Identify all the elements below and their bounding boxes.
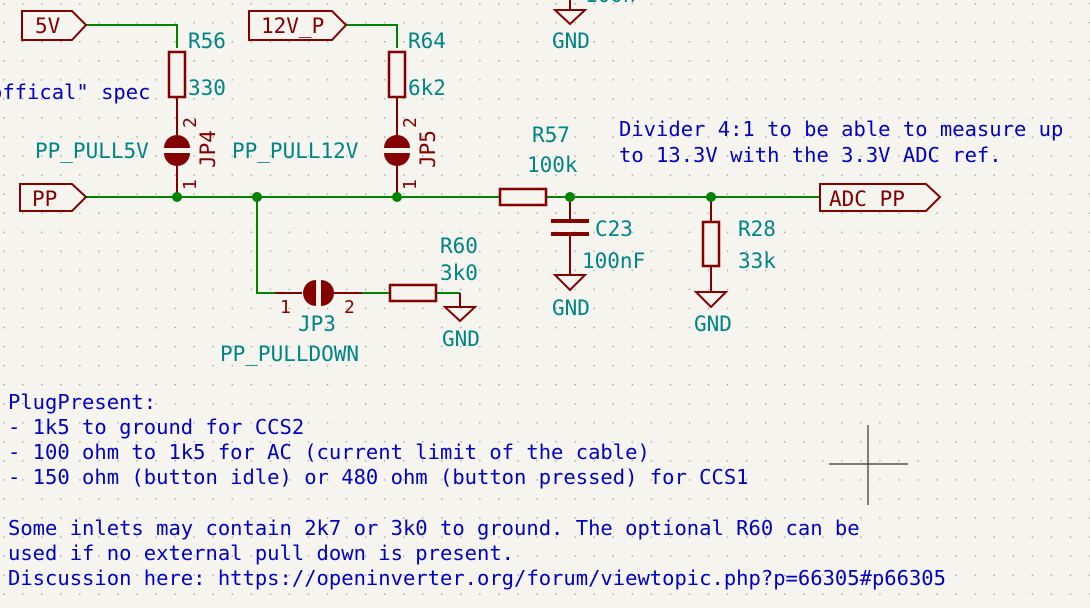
note-line: PlugPresent:	[8, 390, 156, 414]
divider-note: Divider 4:1 to be able to measure up to …	[619, 117, 1063, 167]
resistor-r60[interactable]: R60 3k0 GND	[388, 234, 480, 351]
r60-value: 3k0	[440, 261, 478, 285]
jp4-value: PP_PULL5V	[35, 139, 149, 163]
r64-value: 6k2	[408, 76, 446, 100]
c23-value: 100nF	[582, 249, 645, 273]
gnd-label: GND	[552, 29, 590, 53]
gnd-symbol-top[interactable]: 100n GND	[552, 0, 636, 53]
note-line: Divider 4:1 to be able to measure up	[619, 117, 1063, 141]
jp5-pin1: 1	[400, 179, 421, 190]
jumper-jp4[interactable]: 2 1 JP4 PP_PULL5V	[35, 117, 220, 197]
jp4-ref: JP4	[196, 130, 220, 168]
jp3-ref: JP3	[298, 312, 336, 336]
jp3-pin2: 2	[344, 297, 355, 318]
note-line: - 100 ohm to 1k5 for AC (current limit o…	[8, 440, 650, 464]
resistor-r57[interactable]: R57 100k	[498, 123, 578, 207]
gnd-label: GND	[694, 312, 732, 336]
capacitor-c23[interactable]: C23 100nF GND	[551, 197, 645, 320]
jp4-pin1: 1	[180, 179, 201, 190]
label-adc-pp[interactable]: ADC_PP	[819, 183, 942, 212]
jp3-value: PP_PULLDOWN	[220, 342, 359, 366]
jp3-pin1: 1	[280, 297, 291, 318]
plug-present-note: PlugPresent: - 1k5 to ground for CCS2 - …	[8, 390, 749, 489]
inlets-note: Some inlets may contain 2k7 or 3k0 to gr…	[8, 516, 946, 590]
label-12v-p[interactable]: 12V_P	[248, 10, 348, 41]
label-5v[interactable]: 5V	[21, 10, 88, 41]
jp5-value: PP_PULL12V	[232, 139, 359, 163]
resistor-r56[interactable]: R56 330	[167, 29, 226, 136]
label-5v-text: 5V	[35, 14, 61, 38]
wires	[86, 24, 820, 294]
label-12v-p-text: 12V_P	[261, 14, 324, 38]
label-pp[interactable]: PP	[19, 183, 88, 212]
jp5-ref: JP5	[416, 130, 440, 168]
resistor-r28[interactable]: R28 33k GND	[693, 197, 776, 336]
spec-note-fragment: offical" spec	[0, 80, 150, 104]
junctions	[172, 192, 716, 202]
r57-value: 100k	[527, 153, 578, 177]
label-pp-text: PP	[32, 187, 57, 211]
jp5-pin2: 2	[400, 117, 421, 128]
r28-value: 33k	[738, 249, 776, 273]
r64-ref: R64	[408, 29, 446, 53]
note-line: Discussion here: https://openinverter.or…	[8, 566, 946, 590]
r60-ref: R60	[440, 234, 478, 258]
r28-ref: R28	[738, 217, 776, 241]
jumper-jp3[interactable]: 1 2 JP3 PP_PULLDOWN	[220, 280, 362, 366]
note-line: to 13.3V with the 3.3V ADC ref.	[619, 143, 1002, 167]
crosshair-cursor-icon	[829, 425, 908, 505]
note-line: - 150 ohm (button idle) or 480 ohm (butt…	[8, 465, 749, 489]
note-line: Some inlets may contain 2k7 or 3k0 to gr…	[8, 516, 860, 540]
gnd-label: GND	[442, 327, 480, 351]
jumper-jp5[interactable]: 2 1 JP5 PP_PULL12V	[232, 117, 440, 197]
jp4-pin2: 2	[180, 117, 201, 128]
r56-value: 330	[188, 76, 226, 100]
c23-ref: C23	[595, 217, 633, 241]
r56-ref: R56	[188, 29, 226, 53]
top-partial-value: 100n	[585, 0, 636, 7]
r57-ref: R57	[532, 123, 570, 147]
note-line: used if no external pull down is present…	[8, 541, 514, 565]
gnd-label: GND	[552, 296, 590, 320]
resistor-r64[interactable]: R64 6k2	[387, 29, 446, 136]
note-line: - 1k5 to ground for CCS2	[8, 415, 304, 439]
label-adc-pp-text: ADC_PP	[829, 187, 905, 211]
